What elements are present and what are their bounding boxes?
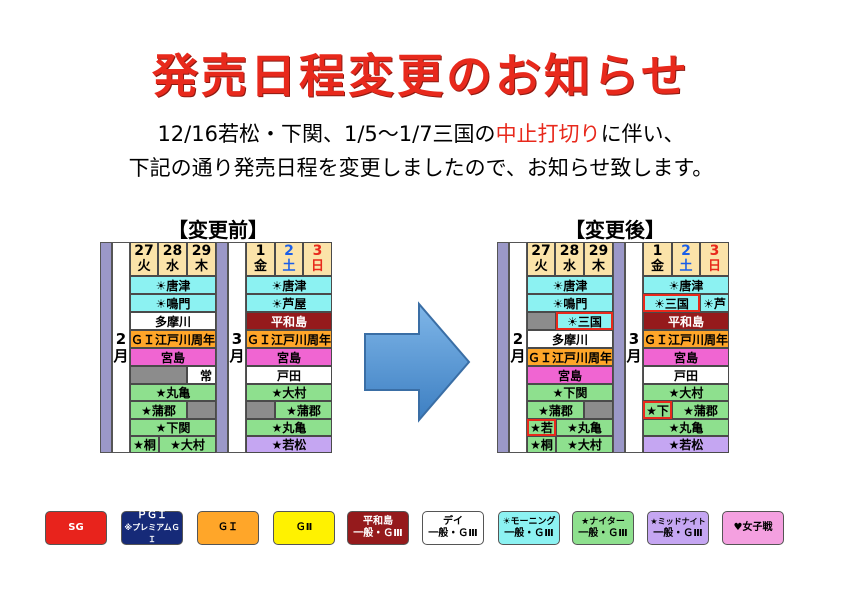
race-cell: ★桐 — [130, 436, 159, 453]
after-title: 【変更後】 — [565, 218, 665, 242]
legend-morning: ☀モーニング一般・ＧⅢ — [498, 511, 560, 545]
race-cell: 平和島 — [246, 312, 332, 330]
race-cell: ★大村 — [643, 384, 729, 401]
race-cell: ★蒲郡 — [130, 401, 187, 419]
blank-cell — [527, 312, 556, 330]
race-cell: ★若松 — [246, 436, 332, 453]
cancellation-highlight: 中止打切り — [495, 122, 601, 146]
race-cell: ☀芦 — [700, 294, 729, 312]
race-cell: ☀鳴門 — [527, 294, 613, 312]
legend-day: デイ一般・ＧⅢ — [422, 511, 484, 545]
left-bar — [100, 242, 112, 453]
race-cell: ★蒲郡 — [527, 401, 584, 419]
legend-sg: SG — [45, 511, 107, 545]
race-cell: ☀唐津 — [246, 276, 332, 294]
race-cell: 宮島 — [246, 348, 332, 366]
blank-cell — [130, 366, 187, 384]
before-title: 【変更前】 — [168, 218, 268, 242]
legend-midnight: ★ミッドナイト一般・ＧⅢ — [647, 511, 709, 545]
race-cell: 平和島 — [643, 312, 729, 330]
race-cell: ★丸亀 — [643, 419, 729, 436]
race-cell: 宮島 — [130, 348, 216, 366]
left-bar — [497, 242, 509, 453]
arrow-right-icon — [364, 301, 471, 423]
blank-cell — [584, 401, 613, 419]
race-cell: ☀唐津 — [527, 276, 613, 294]
race-cell: ★丸亀 — [556, 419, 613, 436]
blank-cell — [246, 401, 275, 419]
legend-nighter: ★ナイター一般・ＧⅢ — [572, 511, 634, 545]
race-cell: ★大村 — [159, 436, 216, 453]
legend-pgi: ＰＧＩ※プレミアムＧＩ — [121, 510, 183, 545]
blank-cell — [187, 401, 216, 419]
race-cell: ☀唐津 — [130, 276, 216, 294]
legend-gi: ＧＩ — [197, 511, 259, 545]
notice-line-2: 下記の通り発売日程を変更しましたので、お知らせ致します。 — [128, 156, 714, 180]
race-cell: 宮島 — [643, 348, 729, 366]
notice-line-1: 12/16若松・下関、1/5～1/7三国の中止打切りに伴い、 — [157, 122, 685, 146]
legend-womens: ♥女子戦 — [722, 511, 784, 545]
race-cell: 常 — [187, 366, 216, 384]
race-cell: ＧＩ江戸川周年 — [527, 348, 613, 366]
race-cell: ☀鳴門 — [130, 294, 216, 312]
changed-race-cell: ☀三国 — [556, 312, 613, 330]
race-cell: ＧＩ江戸川周年 — [246, 330, 332, 348]
race-cell: ★下関 — [527, 384, 613, 401]
race-cell: ★蒲郡 — [672, 401, 729, 419]
race-cell: ★丸亀 — [246, 419, 332, 436]
changed-race-cell: ☀三国 — [643, 294, 700, 312]
legend-g2: ＧⅡ — [273, 511, 335, 545]
race-cell: 戸田 — [246, 366, 332, 384]
page-title: 発売日程変更のお知らせ — [151, 49, 691, 103]
race-cell: ★大村 — [246, 384, 332, 401]
race-cell: 多摩川 — [130, 312, 216, 330]
race-cell: ＧＩ江戸川周年 — [643, 330, 729, 348]
race-cell: ★桐 — [527, 436, 556, 453]
race-cell: ★蒲郡 — [275, 401, 332, 419]
middle-bar — [216, 242, 228, 453]
race-cell: ★若松 — [643, 436, 729, 453]
legend-heiwajima: 平和島一般・ＧⅢ — [347, 511, 409, 545]
race-cell: ☀芦屋 — [246, 294, 332, 312]
changed-race-cell: ★下 — [643, 401, 672, 419]
race-cell: ★下関 — [130, 419, 216, 436]
race-cell: ★大村 — [556, 436, 613, 453]
middle-bar — [613, 242, 625, 453]
race-cell: 戸田 — [643, 366, 729, 384]
changed-race-cell: ★若 — [527, 419, 556, 436]
race-cell: ☀唐津 — [643, 276, 729, 294]
race-cell: 多摩川 — [527, 330, 613, 348]
race-cell: 宮島 — [527, 366, 613, 384]
race-cell: ＧＩ江戸川周年 — [130, 330, 216, 348]
race-cell: ★丸亀 — [130, 384, 216, 401]
